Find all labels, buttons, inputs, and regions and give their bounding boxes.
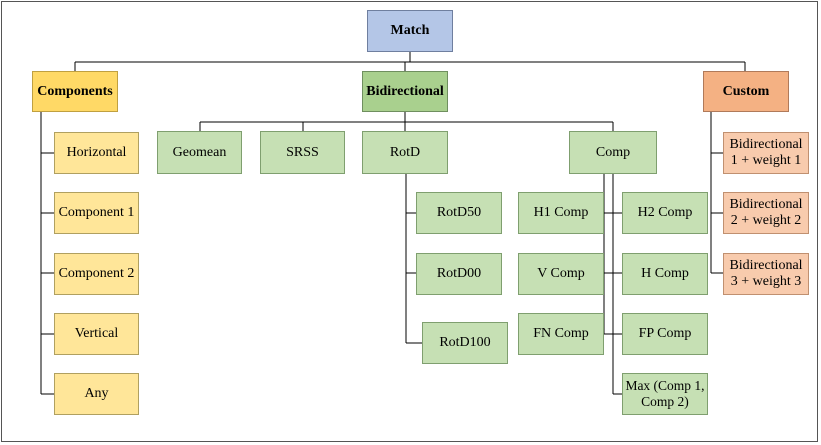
bidirectional-item-comp: Comp — [569, 131, 657, 174]
comp-item-h2-comp: H2 Comp — [622, 192, 708, 234]
rotd-item-rotd00: RotD00 — [416, 253, 502, 295]
custom-item-bidirectional-3: Bidirectional 3 + weight 3 — [723, 253, 809, 295]
match-node: Match — [367, 10, 453, 52]
bidirectional-item-rotd: RotD — [362, 131, 448, 174]
component-item-any: Any — [54, 373, 139, 415]
components-category: Components — [32, 71, 118, 112]
rotd-item-rotd100: RotD100 — [422, 322, 508, 364]
component-item-component-1: Component 1 — [54, 192, 139, 234]
component-item-vertical: Vertical — [54, 313, 139, 355]
rotd-item-rotd50: RotD50 — [416, 192, 502, 234]
custom-item-bidirectional-2: Bidirectional 2 + weight 2 — [723, 192, 809, 234]
bidirectional-category: Bidirectional — [362, 71, 448, 112]
custom-category: Custom — [703, 71, 789, 112]
comp-item-max-comp: Max (Comp 1, Comp 2) — [622, 373, 708, 415]
comp-item-h-comp: H Comp — [622, 253, 708, 295]
comp-item-fp-comp: FP Comp — [622, 313, 708, 355]
bidirectional-item-geomean: Geomean — [157, 131, 242, 174]
component-item-horizontal: Horizontal — [54, 132, 139, 174]
comp-item-v-comp: V Comp — [518, 253, 604, 295]
custom-item-bidirectional-1: Bidirectional 1 + weight 1 — [723, 132, 809, 174]
comp-item-h1-comp: H1 Comp — [518, 192, 604, 234]
comp-item-fn-comp: FN Comp — [518, 313, 604, 355]
bidirectional-item-srss: SRSS — [260, 131, 345, 174]
component-item-component-2: Component 2 — [54, 253, 139, 295]
